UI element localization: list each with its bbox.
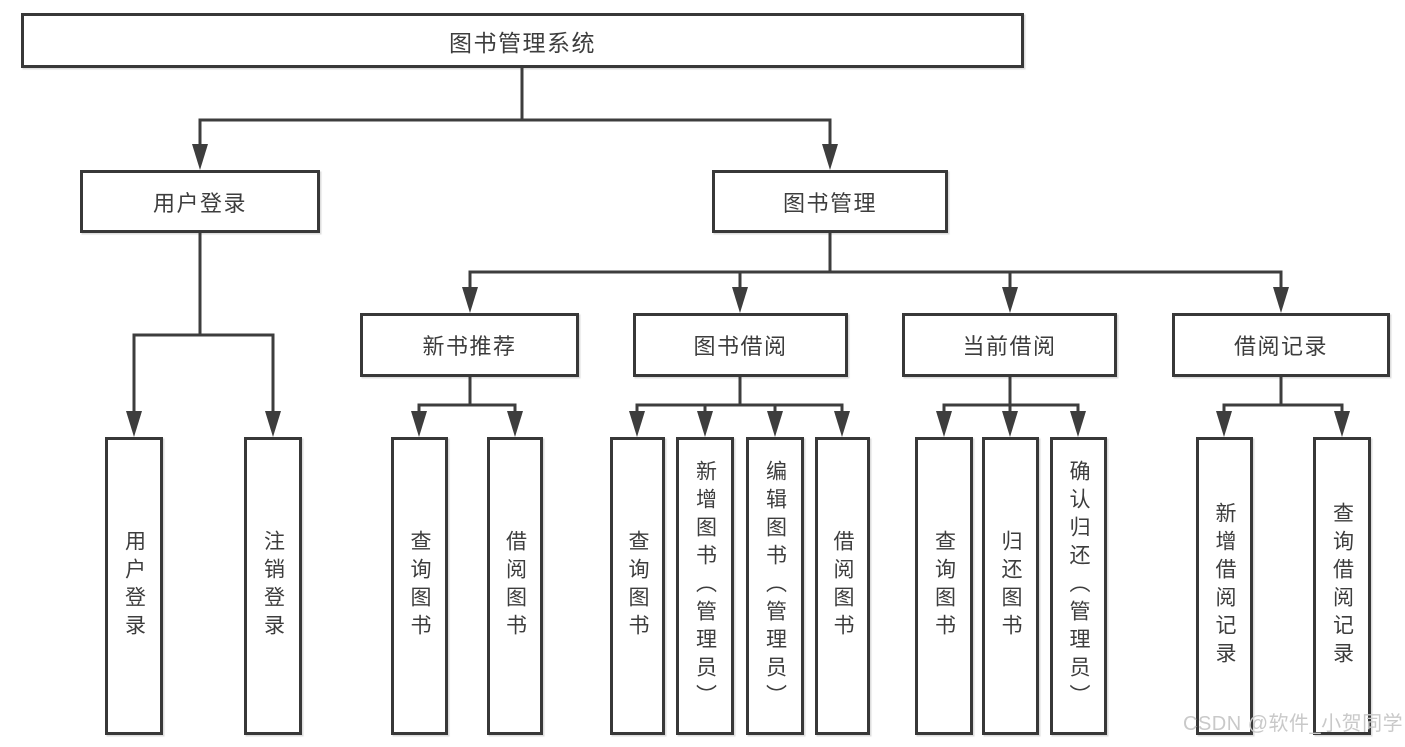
node-label: 确认归还（管理员） bbox=[1067, 460, 1091, 712]
leaf-edit-book-admin: 编辑图书（管理员） bbox=[746, 437, 804, 735]
leaf-confirm-return-admin: 确认归还（管理员） bbox=[1050, 437, 1107, 735]
node-label: 查询图书 bbox=[626, 530, 650, 642]
leaf-borrow-books-recommend: 借阅图书 bbox=[487, 437, 543, 735]
node-label: 查询借阅记录 bbox=[1330, 502, 1354, 670]
leaf-logout: 注销登录 bbox=[244, 437, 302, 735]
leaf-query-books-current: 查询图书 bbox=[915, 437, 973, 735]
node-label: 当前借阅 bbox=[962, 334, 1057, 359]
node-label: 图书借阅 bbox=[693, 334, 788, 359]
leaf-user-login: 用户登录 bbox=[105, 437, 163, 735]
node-label: 图书管理 bbox=[782, 190, 877, 216]
arrowheads bbox=[126, 144, 1350, 437]
node-label: 新增借阅记录 bbox=[1213, 502, 1237, 670]
leaf-query-books-recommend: 查询图书 bbox=[391, 437, 448, 735]
node-label: 查询图书 bbox=[932, 530, 956, 642]
node-book-management: 图书管理 bbox=[712, 170, 948, 233]
node-label: 用户登录 bbox=[122, 530, 146, 642]
node-current-borrow: 当前借阅 bbox=[902, 313, 1117, 377]
leaf-query-books-borrow: 查询图书 bbox=[610, 437, 665, 735]
node-label: 归还图书 bbox=[999, 530, 1023, 642]
node-new-book-recommend: 新书推荐 bbox=[360, 313, 579, 377]
leaf-add-borrow-record: 新增借阅记录 bbox=[1196, 437, 1253, 735]
node-label: 注销登录 bbox=[261, 530, 285, 642]
leaf-borrow-books: 借阅图书 bbox=[815, 437, 870, 735]
node-borrow-records: 借阅记录 bbox=[1172, 313, 1390, 377]
node-book-borrow: 图书借阅 bbox=[633, 313, 848, 377]
leaf-add-book-admin: 新增图书（管理员） bbox=[676, 437, 734, 735]
node-label: 编辑图书（管理员） bbox=[763, 460, 787, 712]
node-label: 借阅图书 bbox=[503, 530, 527, 642]
csdn-watermark: CSDN @软件_小贺同学 bbox=[1183, 713, 1404, 735]
node-label: 新书推荐 bbox=[422, 334, 517, 359]
node-label: 借阅记录 bbox=[1233, 334, 1328, 359]
node-label: 新增图书（管理员） bbox=[693, 460, 717, 712]
node-label: 查询图书 bbox=[408, 530, 432, 642]
leaf-query-borrow-record: 查询借阅记录 bbox=[1313, 437, 1371, 735]
node-label: 图书管理系统 bbox=[449, 29, 596, 56]
leaf-return-books: 归还图书 bbox=[982, 437, 1039, 735]
node-label: 用户登录 bbox=[152, 190, 247, 216]
node-library-management-system: 图书管理系统 bbox=[21, 13, 1024, 68]
node-label: 借阅图书 bbox=[831, 530, 855, 642]
node-user-login: 用户登录 bbox=[80, 170, 320, 233]
